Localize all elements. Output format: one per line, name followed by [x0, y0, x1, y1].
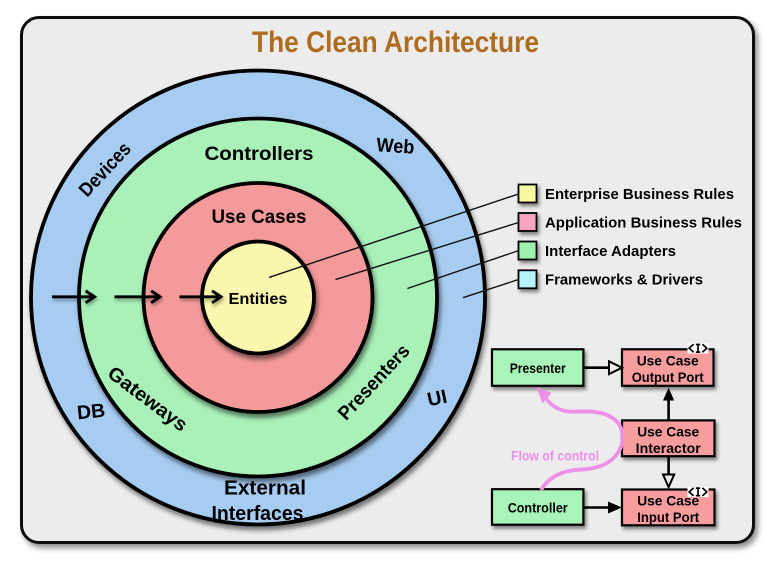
svg-text:DB: DB	[76, 400, 106, 425]
svg-text:Controllers: Controllers	[205, 143, 314, 165]
svg-text:External: External	[224, 478, 306, 500]
svg-text:Enterprise Business Rules: Enterprise Business Rules	[545, 186, 734, 203]
svg-text:Use Case: Use Case	[637, 493, 699, 509]
svg-text:The Clean Architecture: The Clean Architecture	[252, 26, 539, 59]
svg-text:Entities: Entities	[229, 291, 288, 308]
svg-text:Application Business Rules: Application Business Rules	[545, 215, 742, 232]
svg-text:Frameworks & Drivers: Frameworks & Drivers	[545, 272, 703, 289]
svg-text:Use Cases: Use Cases	[212, 206, 307, 228]
svg-text:Controller: Controller	[508, 500, 568, 516]
svg-text:UI: UI	[425, 386, 449, 412]
svg-text:Input Port: Input Port	[637, 509, 699, 525]
svg-text:Use Case: Use Case	[637, 424, 699, 440]
svg-text:Interface Adapters: Interface Adapters	[545, 243, 676, 260]
svg-text:Presenter: Presenter	[510, 360, 566, 376]
svg-text:Use Case: Use Case	[637, 353, 699, 369]
svg-text:Flow of control: Flow of control	[511, 448, 599, 464]
svg-text:Interactor: Interactor	[636, 440, 702, 456]
svg-text:Output Port: Output Port	[632, 369, 704, 385]
svg-text:Web: Web	[376, 134, 416, 159]
svg-text:Interfaces: Interfaces	[212, 503, 304, 525]
